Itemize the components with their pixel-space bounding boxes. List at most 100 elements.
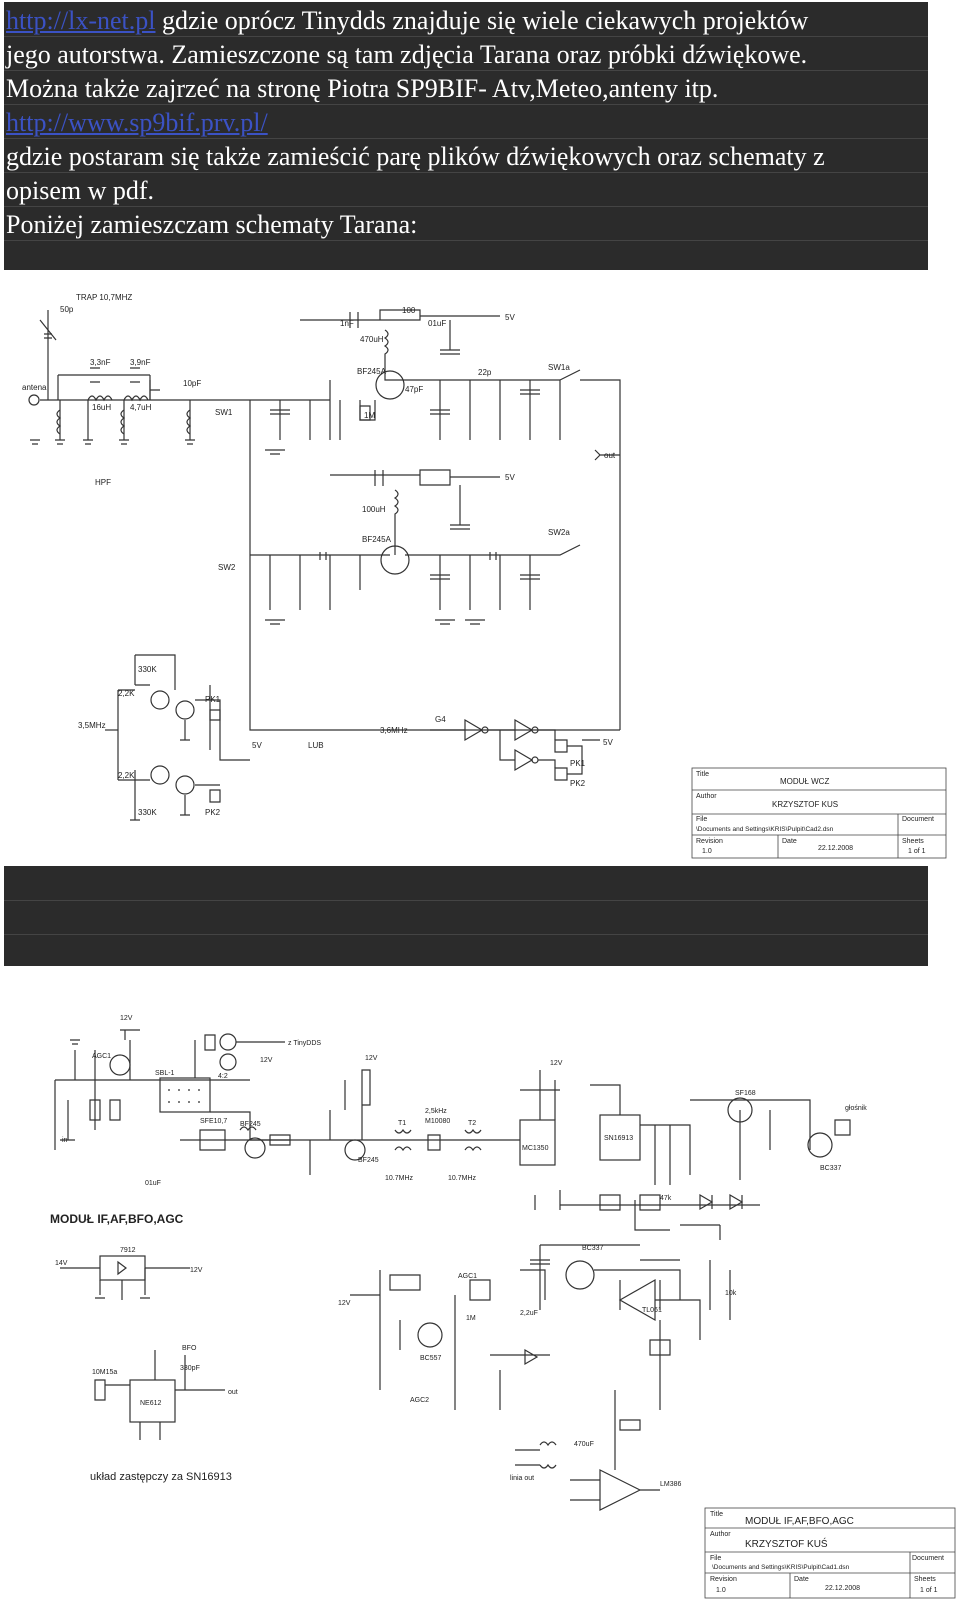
label-agc1b: AGC1 [458,1273,477,1280]
label-lub: LUB [308,741,324,750]
label-l47: 4,7uH [130,403,152,412]
label-r47k: 47k [660,1195,672,1202]
label-t1: T1 [398,1120,406,1127]
label-r1m: 1M [466,1315,476,1322]
tb1-sheets: 1 of 1 [908,848,926,855]
text-line-7: Poniżej zamieszczam schematy Tarana: [6,210,418,239]
label-c330: 330pF [180,1365,200,1372]
label-pk2: PK2 [205,808,221,817]
label-c50p: 50p [60,305,74,314]
line-rule [4,934,928,935]
sp9bif-link[interactable]: http://www.sp9bif.prv.pl/ [6,108,268,137]
label-5v-2: 5V [505,473,515,482]
label-bfo: BFO [182,1345,197,1352]
label-sw2a: SW2a [548,528,570,537]
line-rule [4,900,928,901]
label-sw1: SW1 [215,408,233,417]
label-sw1a: SW1a [548,363,570,372]
label-c33nf: 3,3nF [90,358,111,367]
label-12v-2: 12V [550,1060,563,1067]
label-agc1: AGC1 [92,1053,111,1060]
label-mc1350: MC1350 [522,1145,549,1152]
label-14v: 14V [55,1260,68,1267]
label-22k-1: 2,2K [118,689,135,698]
tb2-file-label: File [710,1555,721,1562]
label-in35: 3,5MHz [78,721,106,730]
label-c10pf: 10pF [183,379,201,388]
tb2-sheets-label: Sheets [914,1576,936,1583]
label-out: out [604,451,616,460]
label-glosnik: głośnik [845,1105,867,1112]
label-l470: 470uH [360,335,384,344]
label-bc337a: BC337 [820,1165,842,1172]
label-sn16913: SN16913 [604,1135,633,1142]
line-rule [4,70,928,71]
label-22k-2: 2,2K [118,771,135,780]
tb2-author-label: Author [710,1531,731,1538]
text-line-2: jego autorstwa. Zamieszczone są tam zdję… [6,40,808,69]
tb2-file: \Documents and Settings\KRIS\Pulpit\Cad1… [712,1564,850,1571]
label-12v-3: 12V [260,1057,273,1064]
lx-net-link[interactable]: http://lx-net.pl [6,6,156,35]
label-12v-4: 12V [365,1055,378,1062]
text-line-1: http://lx-net.pl gdzie oprócz Tinydds zn… [6,5,808,37]
label-12v-6: 12V [190,1267,203,1274]
label-linia: linia out [510,1475,534,1482]
title-block-wcz: Title MODUŁ WCZ Author KRZYSZTOF KUS Fil… [691,767,947,859]
label-l100: 100uH [362,505,386,514]
tb2-revision-label: Revision [710,1576,737,1583]
tb1-sheets-label: Sheets [902,838,924,845]
label-tinydds: z TinyDDS [288,1040,321,1047]
separator-band [4,866,928,966]
tb1-document-label: Document [902,816,934,823]
label-l16: 16uH [92,403,111,412]
tb1-revision: 1.0 [702,848,712,855]
label-c22p: 22p [478,368,492,377]
tb1-revision-label: Revision [696,838,723,845]
label-r100: 100 [402,306,416,315]
label-7912: 7912 [120,1247,136,1254]
tb1-author: KRZYSZTOF KUS [772,800,838,809]
label-f107a: 10.7MHz [385,1175,414,1182]
schematic-rf-module: TRAP 10,7MHZ antena 50p 3,3nF 3,9nF 10pF… [22,293,947,859]
label-330k-2: 330K [138,808,157,817]
line-rule [4,104,928,105]
label-r1m: 1M [364,411,375,420]
tb2-sheets: 1 of 1 [920,1587,938,1594]
tb2-title-label: Title [710,1511,723,1518]
label-c01uf: 01uF [428,319,446,328]
label-f107b: 10.7MHz [448,1175,477,1182]
text-line-1-rest: gdzie oprócz Tinydds znajduje się wiele … [155,6,809,35]
text-line-5: gdzie postaram się także zamieścić parę … [6,142,825,171]
label-12v-5: 12V [338,1300,351,1307]
label-r10k: 10k [725,1290,737,1297]
tb1-title-label: Title [696,771,709,778]
tb2-revision: 1.0 [716,1587,726,1594]
tb1-date: 22.12.2008 [818,845,853,852]
text-line-3: Można także zajrzeć na stronę Piotra SP9… [6,74,719,103]
label-c1nf: 1nF [340,319,354,328]
tb2-title: MODUŁ IF,AF,BFO,AGC [745,1516,854,1527]
label-5v-4: 5V [603,738,613,747]
label-5v-1: 5V [505,313,515,322]
label-bf245a-2: BF245A [362,535,392,544]
label-sbl1: SBL-1 [155,1070,175,1077]
label-pk2b: PK2 [570,779,586,788]
label-tl061: TL061 [642,1307,662,1314]
label-hpf: HPF [95,478,111,487]
label-c470uf: 470uF [574,1441,594,1448]
label-c01uf: 01uF [145,1180,161,1187]
label-t2: T2 [468,1120,476,1127]
tb2-author: KRZYSZTOF KUŚ [745,1537,828,1550]
module-title-left: MODUŁ IF,AF,BFO,AGC [50,1212,184,1226]
tb1-author-label: Author [696,793,717,800]
text-line-4: http://www.sp9bif.prv.pl/ [6,107,268,139]
schematic-if-af-module: 12V AGC1 SBL-1 z TinyDDS 4:2 in SFE10,7 … [50,1015,956,1599]
label-5v-3: 5V [252,741,262,750]
label-antena: antena [22,383,47,392]
label-in36: 3,6MHz [380,726,408,735]
label-in: in [62,1137,68,1144]
label-sw2: SW2 [218,563,236,572]
tb1-file-label: File [696,816,707,823]
label-ne612: NE612 [140,1400,162,1407]
